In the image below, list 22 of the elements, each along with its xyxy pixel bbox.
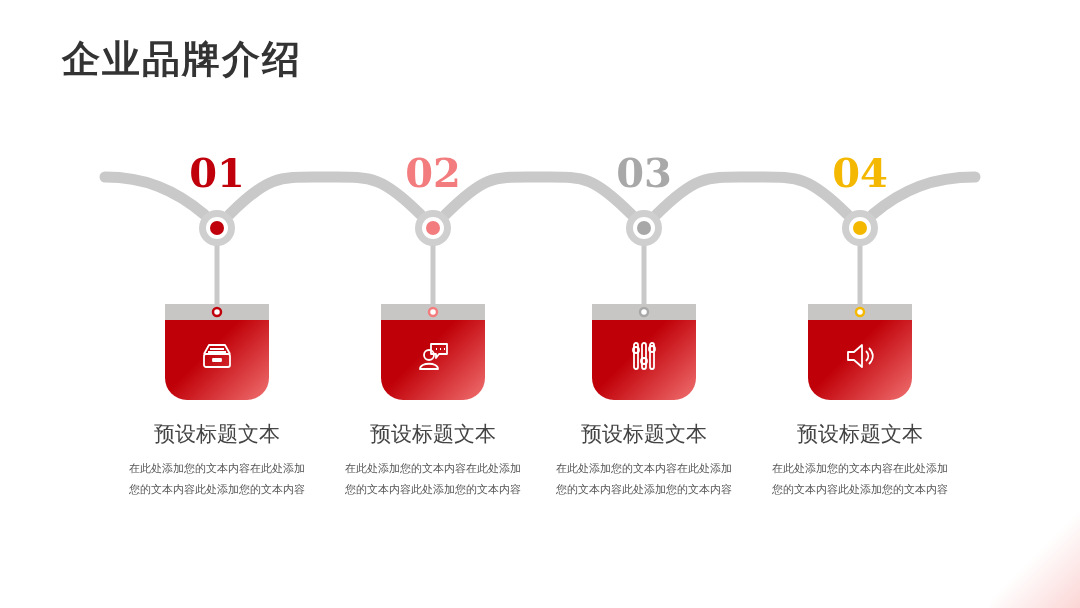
pin-stem (857, 245, 863, 304)
step-heading: 预设标题文本 (796, 421, 924, 448)
step-description: 在此处添加您的文本内容在此处添加您的文本内容此处添加您的文本内容 (771, 461, 949, 497)
wavy-line (99, 171, 210, 220)
step-heading: 预设标题文本 (153, 421, 281, 448)
wavy-line (867, 171, 981, 220)
wavy-line (651, 171, 853, 220)
step-description: 在此处添加您的文本内容在此处添加您的文本内容此处添加您的文本内容 (344, 461, 522, 497)
wavy-line (224, 171, 426, 220)
step-description: 在此处添加您的文本内容在此处添加您的文本内容此处添加您的文本内容 (128, 461, 306, 497)
wavy-line (440, 171, 637, 220)
pin-stem (641, 245, 647, 304)
pin-stem (430, 245, 436, 304)
pin-stem (214, 245, 220, 304)
step-number: 02 (404, 150, 462, 196)
step-heading: 预设标题文本 (580, 421, 708, 448)
step-number: 01 (188, 150, 246, 196)
title: 企业品牌介绍 (62, 35, 302, 83)
step-number: 04 (831, 150, 889, 196)
step-description: 在此处添加您的文本内容在此处添加您的文本内容此处添加您的文本内容 (555, 461, 733, 497)
step-heading: 预设标题文本 (369, 421, 497, 448)
step-number: 03 (615, 150, 673, 196)
